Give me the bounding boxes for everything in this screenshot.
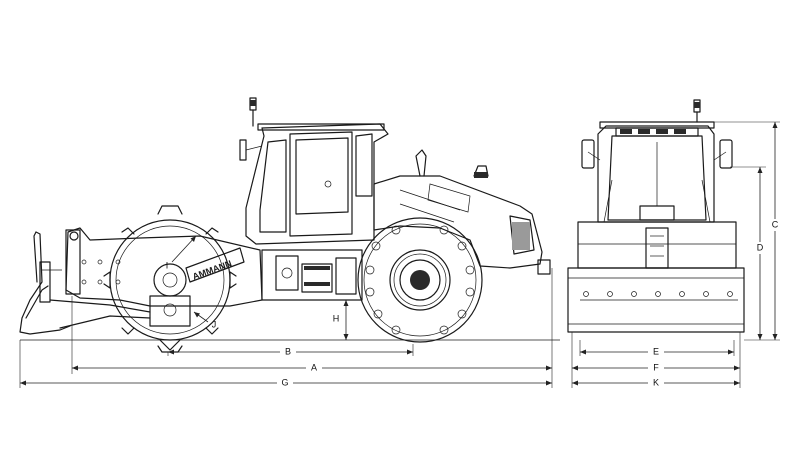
label-h: H (333, 313, 340, 323)
label-a: A (311, 362, 317, 372)
engine-hood (373, 149, 551, 275)
padfoot-drum (103, 205, 237, 353)
label-g: G (281, 377, 288, 387)
label-c: C (772, 219, 779, 229)
label-b: B (285, 346, 291, 356)
side-view: AMMANN (19, 97, 560, 389)
front-cab (581, 99, 733, 223)
label-i: I (166, 260, 169, 270)
articulation-joint (261, 249, 363, 301)
brand-plate: AMMANN (185, 247, 245, 283)
dimension-b: B (168, 346, 413, 358)
dimension-e: E (580, 346, 734, 358)
label-f: F (653, 362, 659, 372)
callout-j: J (193, 311, 217, 329)
dimension-f: F (572, 362, 740, 374)
front-view: E F K C (567, 99, 781, 389)
label-e: E (653, 346, 659, 356)
dimension-d: D (754, 167, 766, 340)
dimension-g: G (20, 377, 552, 389)
dimension-k: K (572, 377, 740, 389)
dozer-blade (19, 231, 151, 335)
label-k: K (653, 377, 659, 387)
callout-i: I (166, 235, 197, 270)
cab (239, 97, 389, 245)
rear-tyre (357, 217, 483, 343)
dimension-h: H (330, 299, 362, 340)
brand-label: AMMANN (191, 258, 233, 281)
front-dozer-blade (567, 267, 745, 333)
dimension-a: A (72, 362, 552, 374)
front-frame-body (577, 221, 737, 269)
dimension-c: C (769, 122, 781, 340)
label-j: J (212, 319, 217, 329)
label-d: D (757, 242, 764, 252)
